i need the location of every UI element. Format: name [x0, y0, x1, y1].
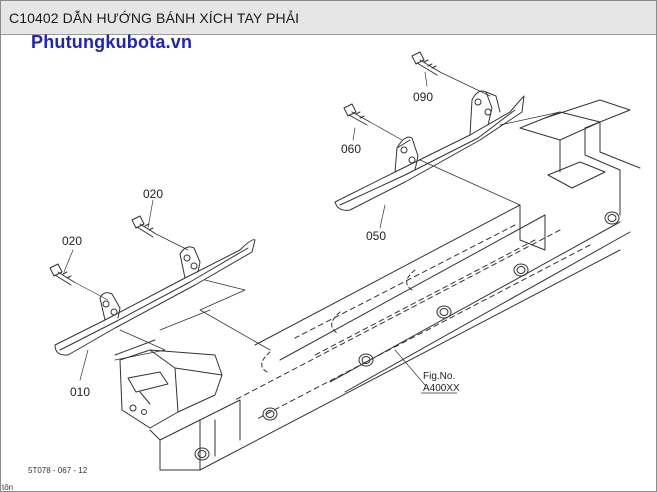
- callout-060: 060: [341, 142, 361, 156]
- site-watermark: Phutungkubota.vn: [31, 32, 193, 52]
- bolt-020-lower: [49, 263, 109, 301]
- callout-020-lower: 020: [62, 234, 82, 248]
- page-title: C10402 DẪN HƯỚNG BÁNH XÍCH TAY PHẢI: [9, 10, 300, 26]
- bolt-090: [411, 51, 491, 97]
- front-bracket: [114, 339, 223, 429]
- assembly-lines: [114, 111, 561, 361]
- track-frame: [149, 99, 641, 471]
- title-bar: C10402 DẪN HƯỚNG BÁNH XÍCH TAY PHẢI: [1, 1, 656, 35]
- callout-090: 090: [413, 90, 433, 104]
- corner-mark: tôn: [2, 483, 13, 492]
- drawing-code: 5T078 - 067 - 12: [28, 466, 88, 475]
- bolt-020-upper: [131, 215, 189, 251]
- figure-ref-label: Fig.No.: [423, 371, 455, 382]
- bolt-060: [343, 103, 403, 141]
- callout-010: 010: [70, 385, 90, 399]
- parts-diagram: 090 060 050 020 020 010 Fig.No. A400XX 5…: [2, 51, 641, 492]
- roller-holes: [194, 211, 620, 461]
- track-guide-050: [334, 90, 525, 211]
- callout-020-upper: 020: [143, 187, 163, 201]
- track-guide-010: [54, 239, 256, 356]
- leader-lines: [63, 71, 428, 386]
- callout-050: 050: [366, 229, 386, 243]
- figure-ref-number: A400XX: [423, 383, 460, 394]
